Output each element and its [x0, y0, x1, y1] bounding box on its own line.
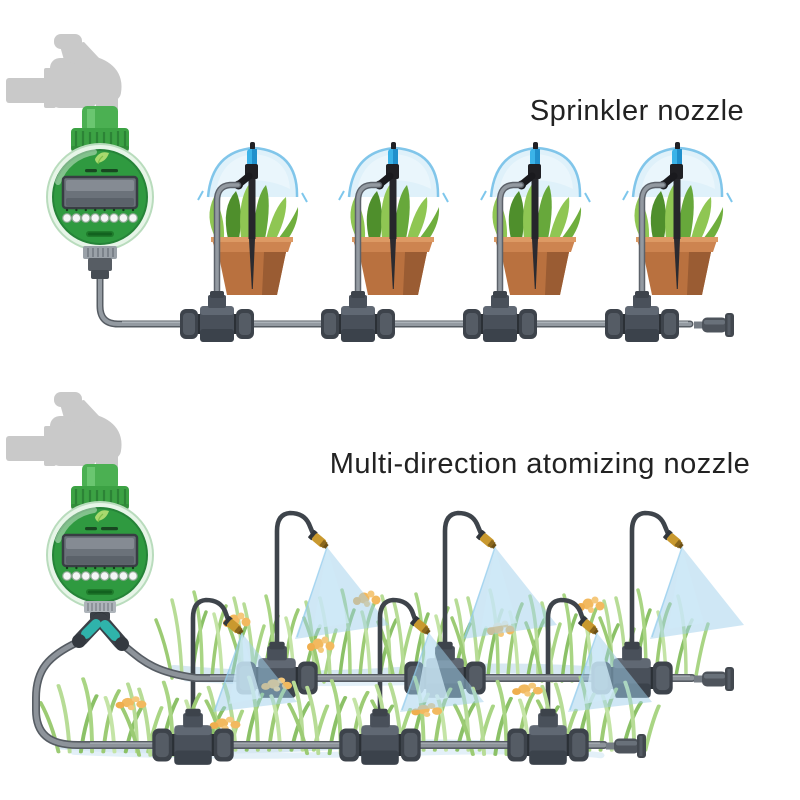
y-splitter: [72, 601, 129, 651]
faucet-icon: [6, 392, 118, 472]
tee-connector: [463, 291, 537, 342]
end-plug: [694, 313, 734, 337]
section-atomizing: Multi-direction atomizing nozzle: [6, 392, 750, 765]
water-timer-icon: [47, 464, 153, 608]
tee-connector: [507, 708, 589, 765]
section-title-atomizing: Multi-direction atomizing nozzle: [330, 448, 751, 480]
timer-outlet-adapter: [83, 246, 117, 279]
faucet-icon: [6, 34, 118, 114]
tee-connector: [321, 291, 395, 342]
section-sprinkler: Sprinkler nozzle: [6, 34, 744, 342]
water-timer-icon: [47, 106, 153, 250]
tee-connector: [152, 708, 234, 765]
end-plug: [694, 667, 734, 691]
atomizing-nozzle: [632, 513, 744, 651]
tee-connector: [605, 291, 679, 342]
tee-connector: [180, 291, 254, 342]
section-title-sprinkler: Sprinkler nozzle: [530, 95, 744, 127]
atomizing-nozzle: [277, 513, 389, 651]
